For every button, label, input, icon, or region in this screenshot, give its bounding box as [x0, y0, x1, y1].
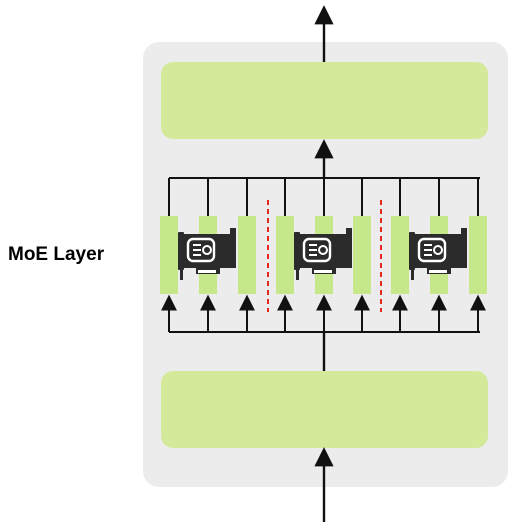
gpu-card-icon — [294, 228, 352, 280]
gpu-card-icon — [409, 228, 467, 280]
expert-3 — [238, 216, 256, 294]
expert-1 — [160, 216, 178, 294]
gpu-card-icon — [178, 228, 236, 280]
expert-7 — [391, 216, 409, 294]
top-block — [161, 62, 488, 139]
moe-layer-label: MoE Layer — [8, 244, 105, 265]
expert-9 — [469, 216, 487, 294]
bottom-block — [161, 371, 488, 448]
expert-4 — [276, 216, 294, 294]
expert-6 — [353, 216, 371, 294]
